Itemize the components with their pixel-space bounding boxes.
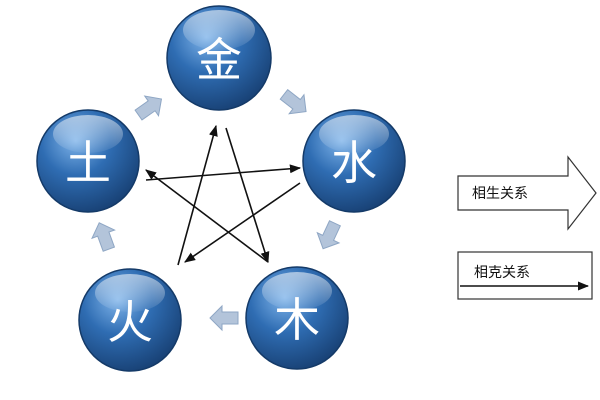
legend: 相生关系 相克关系 bbox=[457, 155, 597, 300]
node-wood-label: 木 bbox=[274, 293, 320, 347]
node-earth-label: 土 bbox=[65, 136, 111, 190]
node-wood: 木 bbox=[245, 266, 349, 370]
node-metal: 金 bbox=[166, 5, 272, 111]
legend-generating-arrow-icon bbox=[457, 155, 597, 231]
legend-generating-label: 相生关系 bbox=[472, 186, 528, 202]
node-water-label: 水 bbox=[331, 136, 377, 190]
legend-overcoming-label: 相克关系 bbox=[474, 265, 530, 281]
node-fire: 火 bbox=[78, 268, 182, 372]
overcoming-line-fire-to-metal bbox=[177, 124, 218, 266]
overcoming-line-wood-to-earth bbox=[145, 169, 269, 263]
node-earth: 土 bbox=[36, 109, 140, 213]
generating-arrow-metal-to-water bbox=[279, 88, 307, 115]
generating-arrow-wood-to-fire bbox=[209, 304, 239, 332]
node-water: 水 bbox=[302, 109, 406, 213]
generating-arrow-fire-to-earth bbox=[91, 222, 116, 252]
node-metal-label: 金 bbox=[196, 33, 242, 87]
overcoming-line-metal-to-wood bbox=[225, 127, 270, 264]
overcoming-line-earth-to-water bbox=[145, 164, 302, 181]
legend-overcoming: 相克关系 bbox=[457, 251, 593, 300]
overcoming-line-water-to-fire bbox=[184, 182, 301, 263]
generating-arrow-water-to-wood bbox=[316, 220, 342, 250]
overcoming-star bbox=[145, 124, 302, 266]
generating-arrow-earth-to-metal bbox=[134, 95, 163, 121]
legend-generating: 相生关系 bbox=[457, 155, 597, 231]
legend-overcoming-box bbox=[457, 251, 593, 300]
node-fire-label: 火 bbox=[107, 295, 153, 349]
